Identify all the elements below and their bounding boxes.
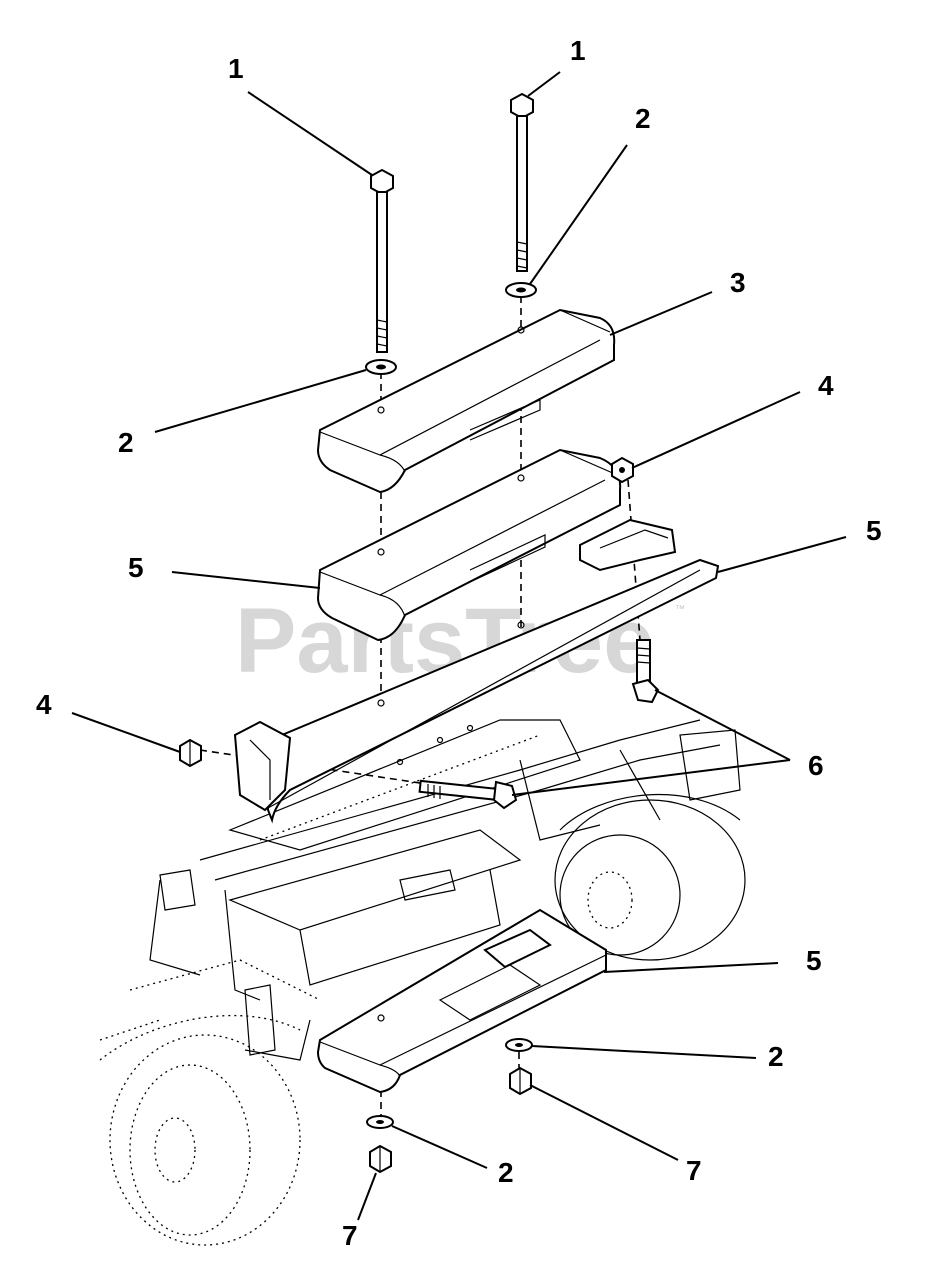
top-weight-plate: [316, 308, 616, 494]
callout-7-right: 7: [686, 1155, 702, 1186]
callout-2-lower-left: 2: [498, 1157, 514, 1188]
nut-upper-right: [611, 456, 634, 484]
bolt-side-right: [631, 639, 660, 704]
mower-frame-outline: [99, 719, 746, 1246]
nut-left: [179, 738, 202, 768]
bolt-left: [370, 168, 394, 353]
callout-2-upper-left: 2: [118, 427, 134, 458]
washer-upper-right: [505, 282, 537, 298]
watermark-trademark: ™: [675, 604, 685, 615]
callout-4-right: 4: [818, 370, 834, 401]
bolt-right: [510, 92, 534, 272]
callout-7-left: 7: [342, 1220, 358, 1251]
callout-5-middle: 5: [128, 552, 144, 583]
washer-lower-right: [505, 1038, 533, 1052]
callout-1-left: 1: [228, 53, 244, 84]
bolt-side-left: [418, 779, 518, 810]
lower-weight-plate: [316, 908, 607, 1094]
washer-lower-left: [366, 1115, 394, 1129]
callout-6: 6: [808, 750, 824, 781]
nut-lower-left: [369, 1144, 392, 1174]
mounting-bracket: [233, 518, 720, 824]
callout-2-upper-right: 2: [635, 103, 651, 134]
callout-2-lower-right: 2: [768, 1041, 784, 1072]
callout-3: 3: [730, 267, 746, 298]
nut-lower-right: [509, 1066, 532, 1096]
callout-5-right: 5: [866, 515, 882, 546]
leader-lines: [71, 71, 847, 1221]
callout-1-right: 1: [570, 35, 586, 66]
washer-upper-left: [365, 359, 397, 375]
callout-4-left: 4: [36, 689, 52, 720]
callout-5-lower: 5: [806, 945, 822, 976]
